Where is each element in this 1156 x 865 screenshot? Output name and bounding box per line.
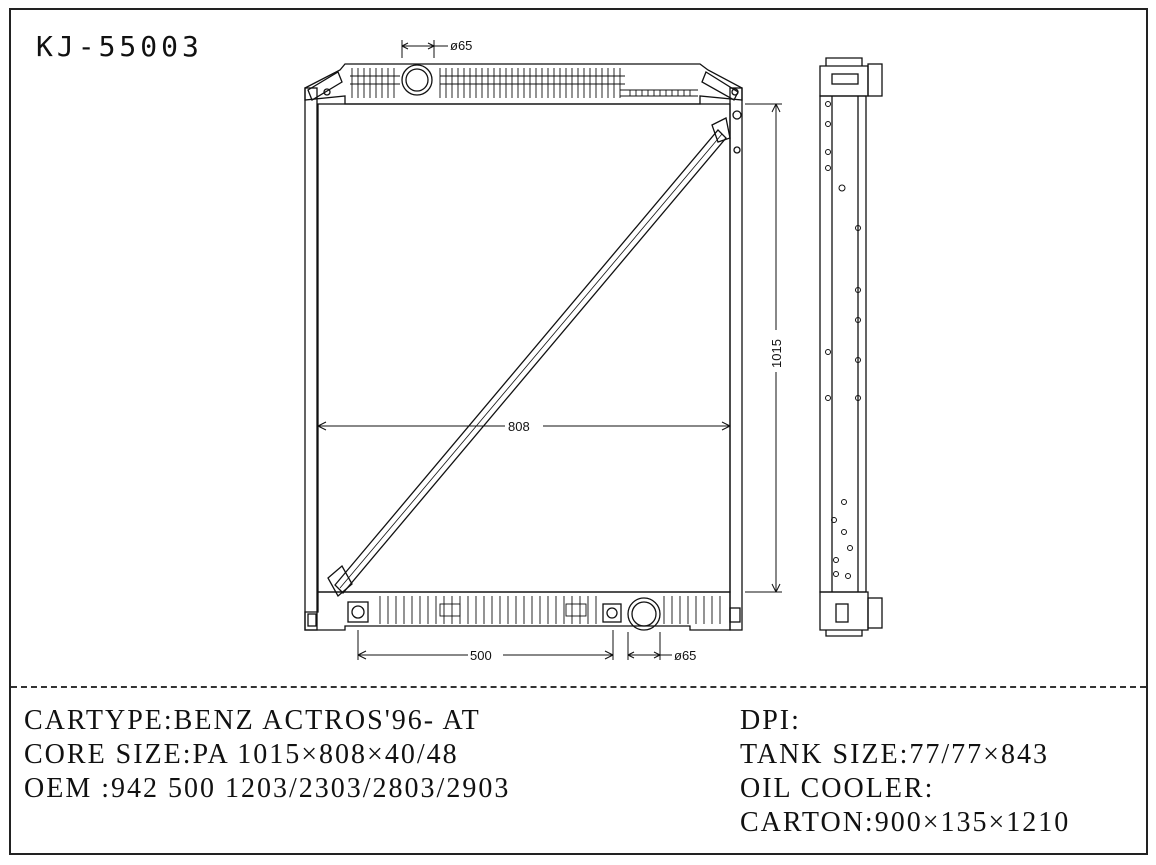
mount-hole [731,88,739,96]
side-top-flange [867,63,883,97]
spec-carton: CARTON:900×135×1210 [740,807,1071,838]
side-bottom-fitting [835,603,849,623]
radiator-technical-drawing: ø65 808 1015 500 ø65 [304,38,883,663]
radiator-core [317,103,731,593]
side-top-tank [819,57,869,97]
bottom-fitting-hole [606,607,618,619]
top-tank [304,63,743,105]
bottom-outlet-inner [631,601,657,627]
dim-bottom-outlet: ø65 [674,648,696,663]
side-core-edge [831,96,859,592]
dimension-lines [317,40,782,660]
spec-oem: OEM :942 500 1203/2303/2803/2903 [24,773,511,804]
bottom-tank-ribs [379,596,721,624]
diagonal-brace [327,117,731,598]
side-bottom-flange [867,597,883,629]
dim-core-width: 808 [508,419,530,434]
spec-core-size: CORE SIZE:PA 1015×808×40/48 [24,739,459,770]
radiator-side-view [819,57,883,637]
bottom-tank [304,591,731,631]
top-left-bracket [307,71,343,101]
spec-cartype: CARTYPE:BENZ ACTROS'96- AT [24,705,481,736]
top-inlet-inner [405,68,429,92]
top-right-bracket [701,71,739,101]
dim-outlet-offset: 500 [470,648,492,663]
right-side-frame [729,87,743,631]
mount-tab [729,607,741,623]
drawing-frame [9,8,1148,855]
left-side-frame [304,87,318,631]
part-number: KJ-55003 [36,30,203,63]
mount-tab [307,613,317,627]
radiator-front-view [304,63,743,631]
top-inlet-pipe [401,64,433,96]
side-holes [825,101,861,579]
spec-dpi: DPI: [740,705,801,736]
drain-fitting [347,601,369,623]
bottom-fitting [602,603,622,623]
bottom-outlet-pipe [627,597,661,631]
side-top-cap [831,73,859,85]
spec-oil-cooler: OIL COOLER: [740,773,935,804]
top-tank-ribs [350,68,698,98]
mount-hole [732,110,742,120]
side-bottom-tank [819,591,869,637]
dim-top-inlet: ø65 [450,38,472,53]
spec-tank-size: TANK SIZE:77/77×843 [740,739,1049,770]
mount-hole [733,146,741,154]
mount-hole [323,88,331,96]
spec-separator [11,686,1146,688]
dim-core-height: 1015 [769,339,784,368]
drain-hole [351,605,365,619]
